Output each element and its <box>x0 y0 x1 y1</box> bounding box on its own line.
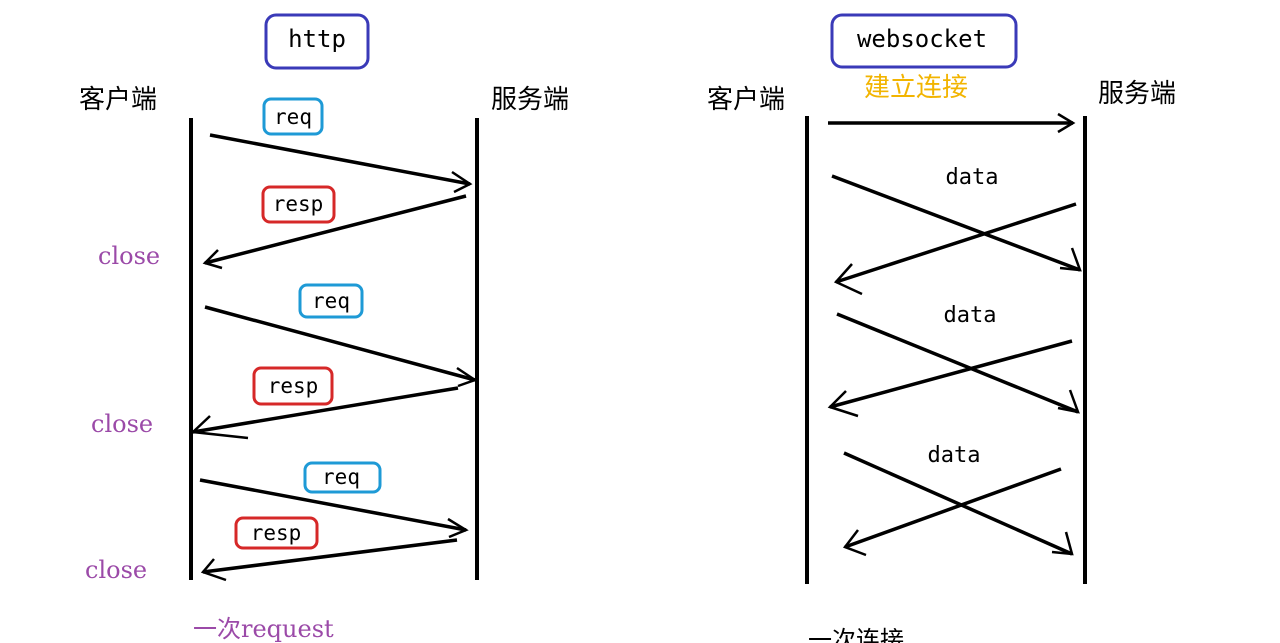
close-label: close <box>85 556 147 584</box>
data-arrow-to-server-head <box>1057 389 1080 414</box>
resp-arrow-head <box>190 415 249 440</box>
data-label: data <box>944 303 997 328</box>
req-arrow <box>199 478 467 532</box>
data-arrow-to-server <box>843 451 1073 556</box>
websocket-title: websocket <box>857 25 987 53</box>
data-arrow-to-client <box>835 202 1077 284</box>
data-arrow-to-server <box>831 174 1081 272</box>
req-label: req <box>312 289 350 313</box>
resp-arrow-head <box>200 558 227 582</box>
connect-arrow-head <box>1057 112 1076 134</box>
data-label: data <box>946 165 999 190</box>
resp-label: resp <box>268 374 319 398</box>
req-arrow-head <box>456 366 478 388</box>
http-server-label: 服务端 <box>491 85 569 115</box>
resp-box <box>261 185 336 224</box>
req-arrow <box>204 305 476 382</box>
req-arrow-head <box>447 517 469 539</box>
req-label: req <box>322 465 360 489</box>
data-arrow-to-client <box>829 339 1073 409</box>
resp-arrow <box>204 194 467 265</box>
req-arrow-head <box>451 170 473 194</box>
resp-arrow <box>192 386 459 434</box>
resp-arrow-head <box>202 249 223 270</box>
http-title-box <box>264 13 370 70</box>
data-arrow-to-server-head <box>1059 247 1082 272</box>
websocket-footer: 一次连接 <box>808 626 904 643</box>
resp-arrow <box>202 538 458 574</box>
data-arrow-to-client-head <box>833 263 863 296</box>
resp-label: resp <box>251 521 302 545</box>
websocket-client-label: 客户端 <box>707 85 785 115</box>
resp-label: resp <box>273 192 324 216</box>
req-box <box>262 97 324 136</box>
data-arrow-to-client <box>844 467 1062 549</box>
req-arrow <box>209 133 471 186</box>
req-label: req <box>274 105 312 129</box>
data-arrow-to-server-head <box>1051 531 1074 556</box>
close-label: close <box>98 242 160 270</box>
close-label: close <box>91 410 153 438</box>
http-title: http <box>288 25 346 53</box>
data-label: data <box>928 443 981 468</box>
http-client-label: 客户端 <box>79 85 157 115</box>
http-footer: 一次request <box>193 615 334 643</box>
req-box <box>298 283 364 319</box>
data-arrow-to-client-head <box>827 390 859 418</box>
resp-box <box>252 366 334 406</box>
websocket-title-box <box>830 13 1018 69</box>
connect-label: 建立连接 <box>864 73 968 103</box>
req-box <box>303 461 382 494</box>
data-arrow-to-server <box>836 312 1079 414</box>
data-arrow-to-client-head <box>842 529 867 557</box>
websocket-server-label: 服务端 <box>1098 79 1176 109</box>
resp-box <box>234 516 319 550</box>
